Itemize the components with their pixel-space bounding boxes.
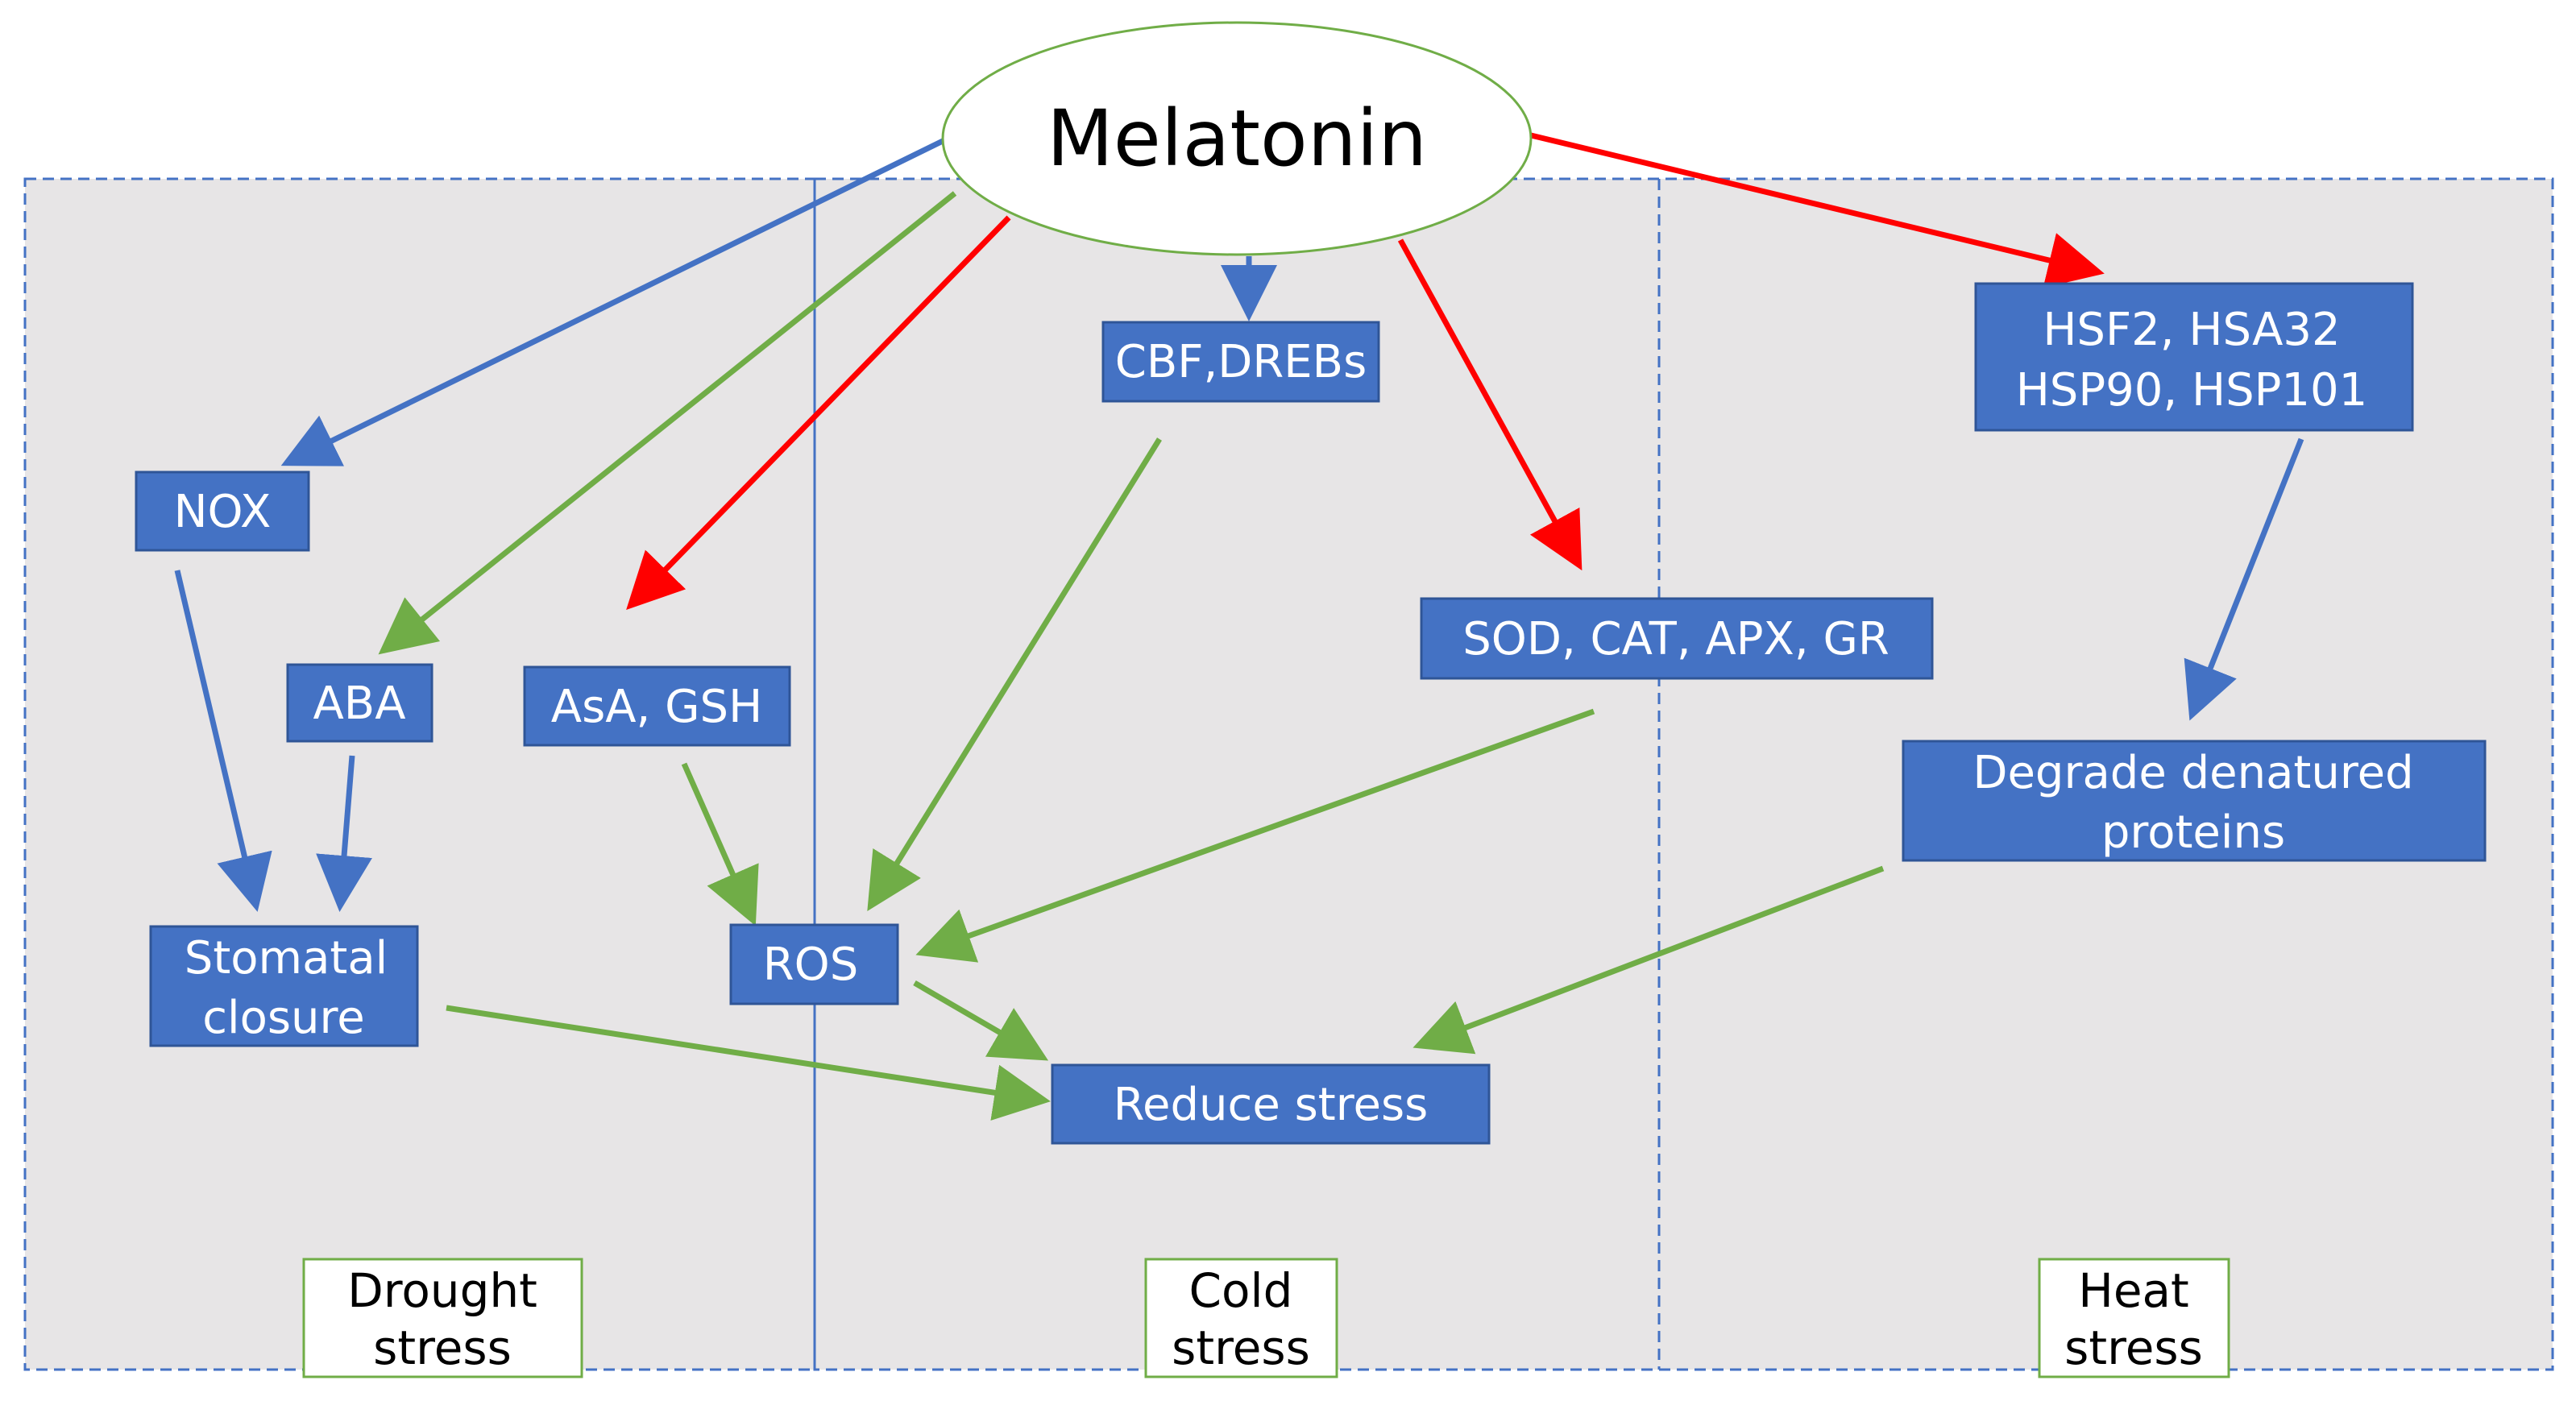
cold-stress-label-box: [1144, 1258, 1338, 1378]
arrow-melatonin-to-asa: [626, 215, 1011, 611]
panel-cold-heat-border: [813, 177, 2554, 1371]
panel-drought: [25, 179, 815, 1370]
cbf-drebs-node: [1101, 321, 1380, 403]
ros-label: ROS: [763, 939, 859, 991]
asa-gsh-label: AsA, GSH: [551, 681, 762, 733]
arrow-ros-to-reduce: [913, 980, 1049, 1061]
ros-node: [729, 923, 899, 1005]
arrow-melatonin-to-sod: [1397, 238, 1583, 571]
arrow-asa-to-ros: [681, 762, 759, 926]
melatonin-label: Melatonin: [1047, 93, 1427, 184]
nox-node: [135, 470, 310, 552]
degrade-proteins-node: [1902, 740, 2487, 862]
heat-stress-label-line1: Heat: [2078, 1263, 2189, 1318]
arrow-sod-to-ros: [915, 708, 1595, 963]
stomatal-closure-node: [149, 925, 419, 1047]
drought-stress-label-line1: Drought: [347, 1263, 537, 1318]
stomatal-closure-label-line1: Stomatal: [185, 932, 388, 984]
cold-stress-label-line2: stress: [1172, 1320, 1310, 1375]
reduce-stress-node: [1051, 1063, 1491, 1145]
arrow-cbf-to-ros: [867, 437, 1162, 911]
heat-stress-label-line2: stress: [2064, 1320, 2203, 1375]
asa-gsh-node: [523, 665, 791, 747]
arrow-aba-to-stomatal: [316, 755, 372, 912]
aba-label: ABA: [313, 678, 405, 730]
arrow-melatonin-to-aba: [378, 191, 957, 655]
hsf-hsp-label-line1: HSF2, HSA32: [2043, 304, 2340, 356]
stomatal-closure-label-line2: closure: [202, 992, 365, 1044]
sod-cat-apx-gr-label: SOD, CAT, APX, GR: [1462, 613, 1889, 665]
arrow-stomatal-to-reduce: [446, 1005, 1051, 1121]
arrow-degrade-to-reduce: [1412, 865, 1885, 1055]
drought-stress-label-box: [302, 1258, 583, 1378]
hsf-hsp-label-line2: HSP90, HSP101: [2016, 364, 2368, 417]
drought-stress-label-line2: stress: [373, 1320, 512, 1375]
degrade-proteins-label-line2: proteins: [2101, 806, 2285, 859]
hsf-hsp-node: [1974, 282, 2414, 432]
arrows: [174, 132, 2304, 1121]
melatonin-node: [941, 21, 1533, 256]
nox-label: NOX: [174, 486, 272, 538]
arrow-hsf-to-degrade: [2184, 437, 2304, 721]
heat-stress-label-box: [2038, 1258, 2230, 1378]
cold-stress-label-line1: Cold: [1189, 1263, 1293, 1318]
sod-cat-apx-gr-node: [1420, 597, 1934, 680]
reduce-stress-label: Reduce stress: [1114, 1079, 1429, 1131]
arrow-melatonin-to-hsf: [1530, 132, 2105, 288]
cbf-drebs-label: CBF,DREBs: [1115, 336, 1367, 388]
arrow-nox-to-stomatal: [174, 570, 272, 912]
degrade-proteins-label-line1: Degrade denatured: [1972, 747, 2413, 799]
arrow-melatonin-to-nox: [280, 138, 944, 466]
aba-node: [286, 663, 433, 743]
